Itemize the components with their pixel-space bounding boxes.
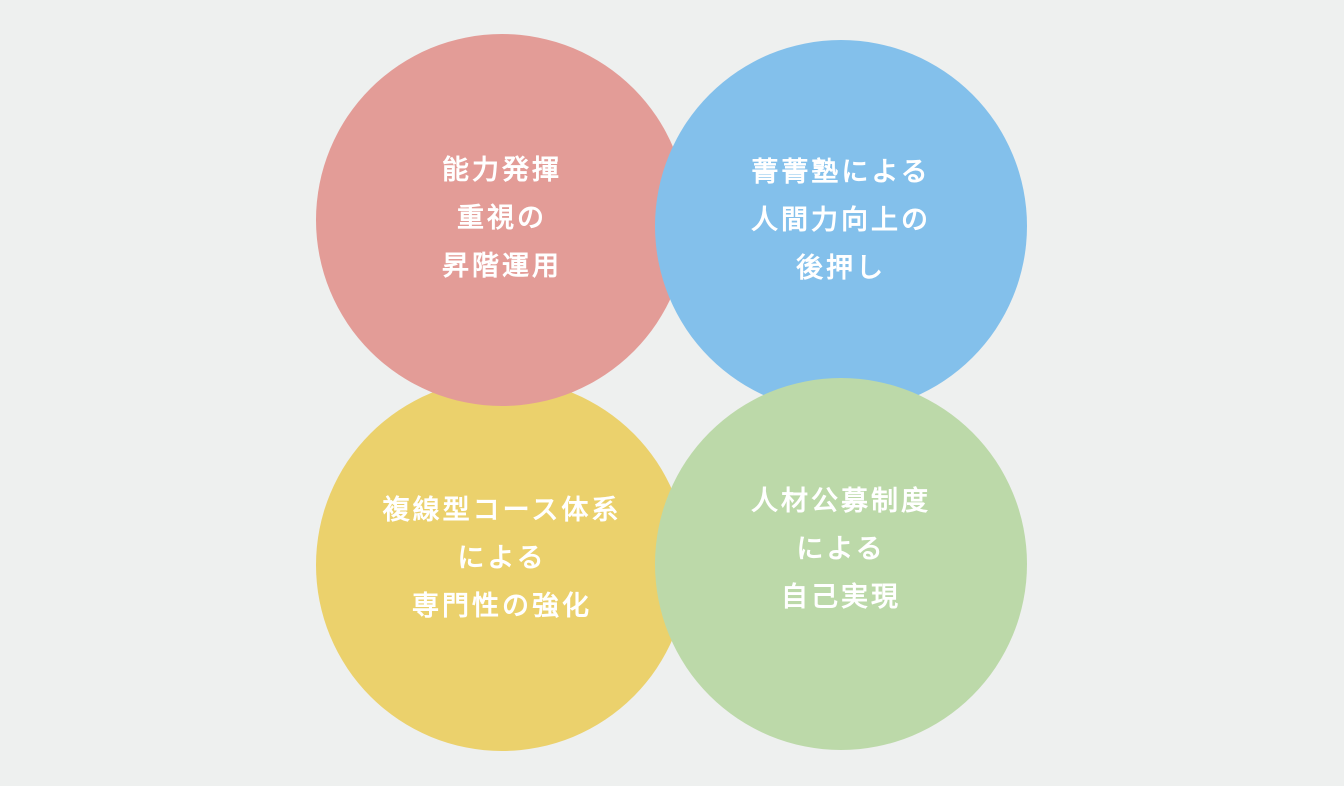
circle-open-recruitment: 人材公募制度 による 自己実現 (655, 378, 1027, 750)
circle-line: 能力発揮 (442, 155, 562, 186)
circle-human-skill: 菁菁塾による 人間力向上の 後押し (655, 40, 1027, 412)
circle-line: による (796, 534, 886, 565)
circle-line: 複線型コース体系 (382, 495, 622, 526)
circle-line: による (457, 543, 547, 574)
circle-line: 後押し (796, 253, 886, 284)
circle-line: 重視の (457, 203, 547, 234)
circle-line: 人間力向上の (751, 205, 931, 236)
circle-line: 自己実現 (781, 582, 901, 613)
circle-text: 能力発揮 重視の 昇階運用 (442, 147, 562, 291)
circle-course-system: 複線型コース体系 による 専門性の強化 (316, 379, 688, 751)
circle-line: 人材公募制度 (751, 486, 931, 517)
circle-text: 菁菁塾による 人間力向上の 後押し (751, 149, 931, 293)
circle-promotion: 能力発揮 重視の 昇階運用 (316, 34, 688, 406)
circle-line: 昇階運用 (442, 251, 562, 282)
circle-text: 複線型コース体系 による 専門性の強化 (383, 487, 622, 631)
circle-line: 菁菁塾による (751, 157, 931, 188)
circle-text: 人材公募制度 による 自己実現 (751, 478, 931, 622)
circle-line: 専門性の強化 (412, 591, 592, 622)
